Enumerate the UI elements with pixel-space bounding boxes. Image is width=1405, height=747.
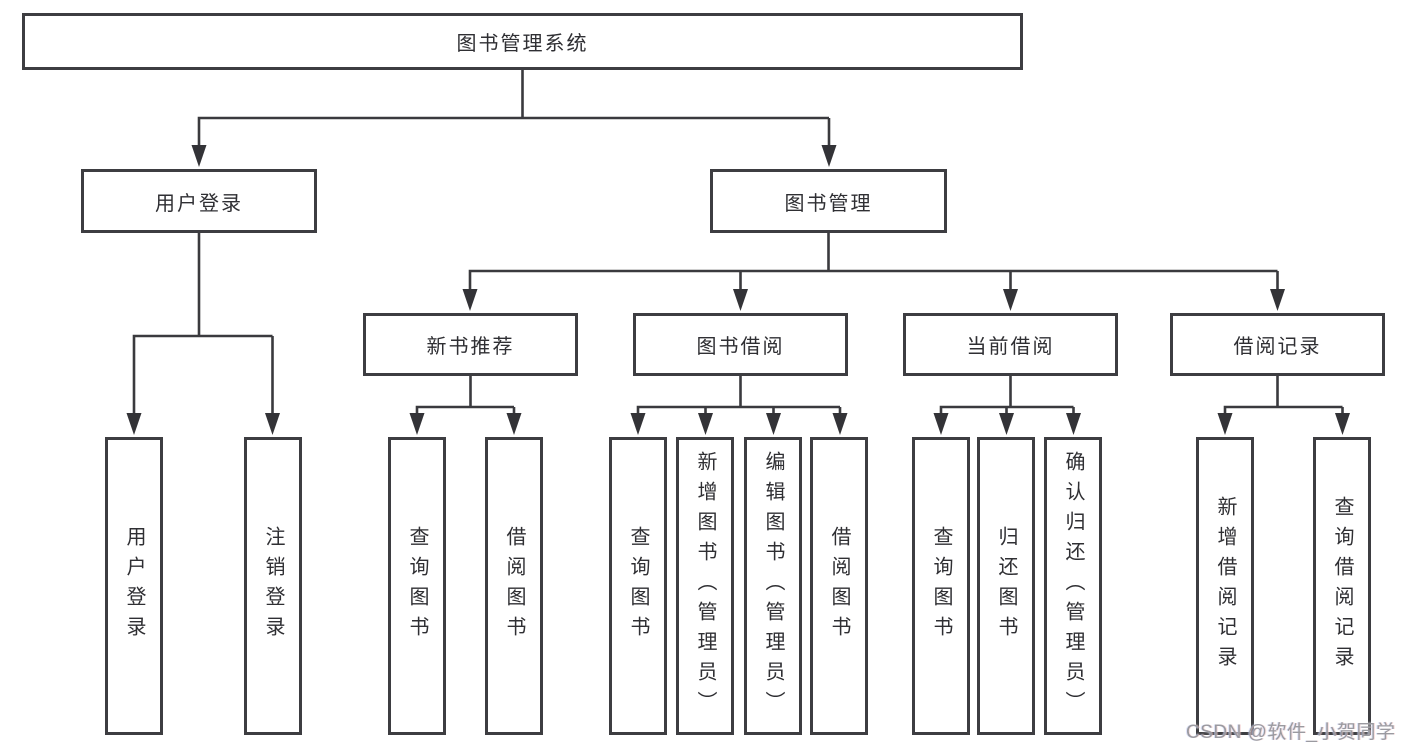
- node-book-management: 图书管理: [710, 169, 947, 233]
- node-book-borrow-label: 图书借阅: [696, 336, 785, 358]
- leaf-query-borrow-record-label: 查询借阅记录: [1331, 496, 1353, 676]
- leaf-return-books-label: 归还图书: [995, 526, 1017, 646]
- csdn-watermark: CSDN @软件_小贺同学: [1186, 722, 1396, 743]
- node-user-login-label: 用户登录: [155, 192, 243, 215]
- node-new-book-recommend-label: 新书推荐: [426, 336, 515, 358]
- leaf-current-query-books: 查询图书: [912, 437, 970, 735]
- leaf-confirm-return-admin: 确认归还（管理员）: [1044, 437, 1102, 735]
- leaf-add-borrow-record: 新增借阅记录: [1196, 437, 1254, 735]
- leaf-borrow-query-books-label: 查询图书: [627, 526, 649, 646]
- node-root-label: 图书管理系统: [456, 33, 589, 55]
- connector-book-management-to-level3: [462, 233, 1285, 311]
- leaf-user-login: 用户登录: [105, 437, 163, 735]
- leaf-edit-books-admin: 编辑图书（管理员）: [744, 437, 802, 735]
- leaf-recommend-query-books: 查询图书: [388, 437, 446, 735]
- leaf-user-login-label: 用户登录: [123, 526, 145, 646]
- node-book-management-label: 图书管理: [784, 192, 873, 215]
- connector-borrow-records-to-leaves: [1217, 376, 1350, 435]
- leaf-add-borrow-record-label: 新增借阅记录: [1214, 496, 1236, 676]
- leaf-add-books-admin: 新增图书（管理员）: [676, 437, 734, 735]
- connector-new-book-to-leaves: [409, 376, 522, 435]
- leaf-recommend-borrow-books: 借阅图书: [485, 437, 543, 735]
- node-borrow-records: 借阅记录: [1170, 313, 1385, 376]
- leaf-borrow-books: 借阅图书: [810, 437, 868, 735]
- leaf-recommend-query-books-label: 查询图书: [406, 526, 428, 646]
- node-book-borrow: 图书借阅: [633, 313, 848, 376]
- leaf-query-borrow-record: 查询借阅记录: [1313, 437, 1371, 735]
- leaf-logout-label: 注销登录: [262, 526, 284, 646]
- node-borrow-records-label: 借阅记录: [1233, 336, 1322, 358]
- leaf-current-query-books-label: 查询图书: [930, 526, 952, 646]
- leaf-add-books-admin-label: 新增图书（管理员）: [694, 451, 716, 721]
- leaf-recommend-borrow-books-label: 借阅图书: [503, 526, 525, 646]
- connector-book-borrow-to-leaves: [630, 376, 848, 435]
- node-user-login: 用户登录: [81, 169, 317, 233]
- leaf-edit-books-admin-label: 编辑图书（管理员）: [762, 451, 784, 721]
- node-new-book-recommend: 新书推荐: [363, 313, 578, 376]
- leaf-borrow-query-books: 查询图书: [609, 437, 667, 735]
- connector-user-login-to-leaves: [126, 233, 280, 435]
- leaf-confirm-return-admin-label: 确认归还（管理员）: [1062, 451, 1084, 721]
- node-current-borrow: 当前借阅: [903, 313, 1118, 376]
- leaf-logout: 注销登录: [244, 437, 302, 735]
- node-current-borrow-label: 当前借阅: [966, 336, 1055, 358]
- leaf-return-books: 归还图书: [977, 437, 1035, 735]
- node-root-library-system: 图书管理系统: [22, 13, 1023, 70]
- connector-current-borrow-to-leaves: [933, 376, 1081, 435]
- leaf-borrow-books-label: 借阅图书: [828, 526, 850, 646]
- connector-root-to-level2: [191, 70, 837, 167]
